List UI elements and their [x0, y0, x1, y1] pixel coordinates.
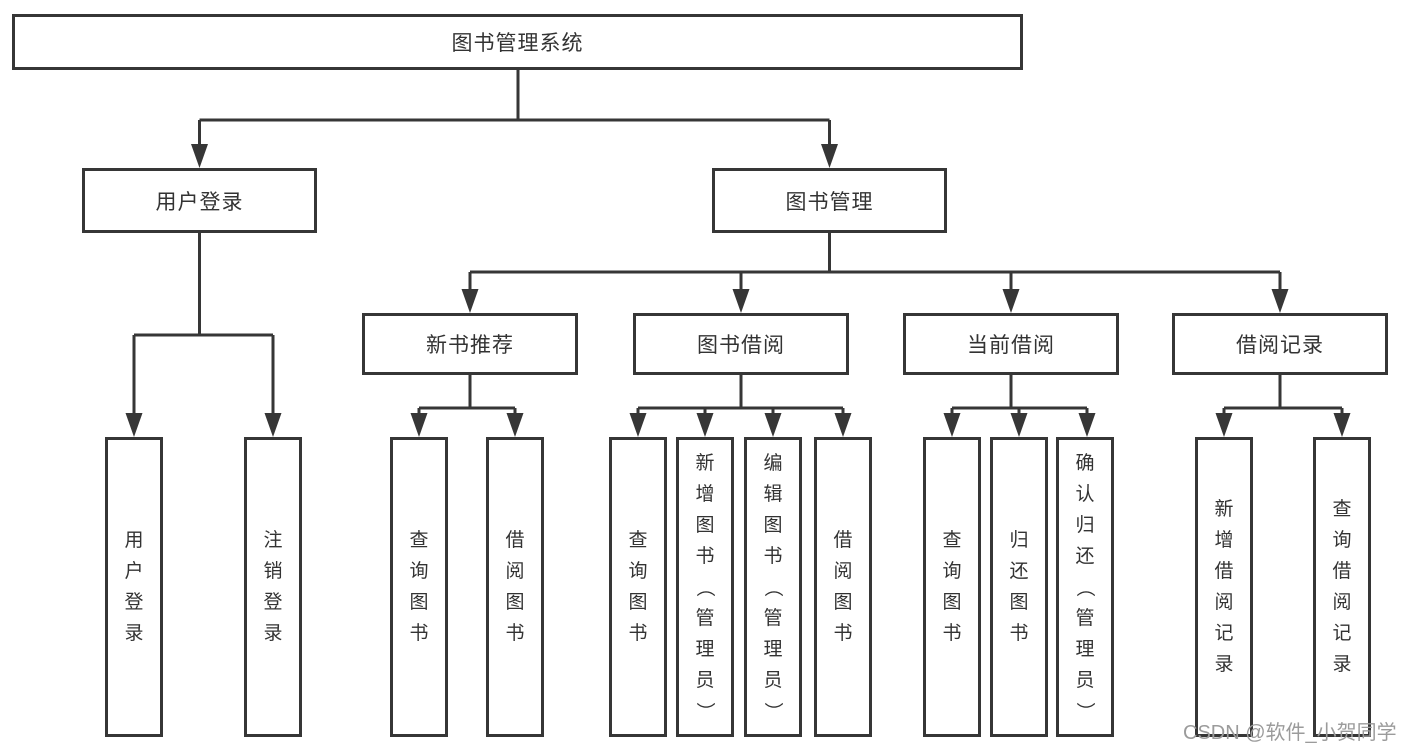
node-user-login: 用户登录 — [82, 168, 317, 233]
node-root-system: 图书管理系统 — [12, 14, 1023, 70]
node-label: 注销登录 — [263, 530, 283, 644]
leaf-confirm-return-admin: 确认归还（管理员） — [1056, 437, 1114, 737]
node-label: 借阅图书 — [833, 530, 853, 644]
arrowheads — [125, 144, 1351, 437]
leaf-borrow-books-1: 借阅图书 — [486, 437, 544, 737]
leaf-add-books-admin: 新增图书（管理员） — [676, 437, 734, 737]
node-label: 用户登录 — [155, 190, 244, 214]
node-book-management: 图书管理 — [712, 168, 947, 233]
node-label: 新书推荐 — [426, 334, 514, 357]
leaf-query-books-3: 查询图书 — [923, 437, 981, 737]
node-label: 借阅图书 — [505, 530, 525, 644]
leaf-return-books: 归还图书 — [990, 437, 1048, 737]
node-label: 图书管理系统 — [451, 32, 584, 55]
node-current-borrow: 当前借阅 — [903, 313, 1119, 375]
node-new-book-recommend: 新书推荐 — [362, 313, 578, 375]
leaf-query-books-1: 查询图书 — [390, 437, 448, 737]
leaf-borrow-books-2: 借阅图书 — [814, 437, 872, 737]
node-label: 查询借阅记录 — [1332, 499, 1352, 675]
node-label: 图书借阅 — [697, 334, 785, 357]
leaf-query-borrow-record: 查询借阅记录 — [1313, 437, 1371, 737]
node-label: 图书管理 — [785, 190, 874, 214]
leaf-logout: 注销登录 — [244, 437, 302, 737]
node-label: 查询图书 — [942, 530, 962, 644]
node-label: 编辑图书（管理员） — [762, 452, 784, 721]
node-label: 新增借阅记录 — [1214, 499, 1234, 675]
node-label: 归还图书 — [1009, 530, 1029, 644]
node-label: 查询图书 — [628, 530, 648, 644]
leaf-add-borrow-record: 新增借阅记录 — [1195, 437, 1253, 737]
node-label: 确认归还（管理员） — [1074, 452, 1096, 721]
node-label: 借阅记录 — [1236, 334, 1324, 357]
leaf-edit-books-admin: 编辑图书（管理员） — [744, 437, 802, 737]
node-label: 用户登录 — [124, 530, 144, 644]
node-book-borrow: 图书借阅 — [633, 313, 849, 375]
leaf-user-login: 用户登录 — [105, 437, 163, 737]
node-label: 查询图书 — [409, 530, 429, 644]
node-label: 新增图书（管理员） — [694, 452, 716, 721]
leaf-query-books-2: 查询图书 — [609, 437, 667, 737]
node-label: 当前借阅 — [967, 334, 1055, 357]
node-borrow-records: 借阅记录 — [1172, 313, 1388, 375]
csdn-watermark: CSDN @软件_小贺同学 — [1183, 722, 1397, 744]
